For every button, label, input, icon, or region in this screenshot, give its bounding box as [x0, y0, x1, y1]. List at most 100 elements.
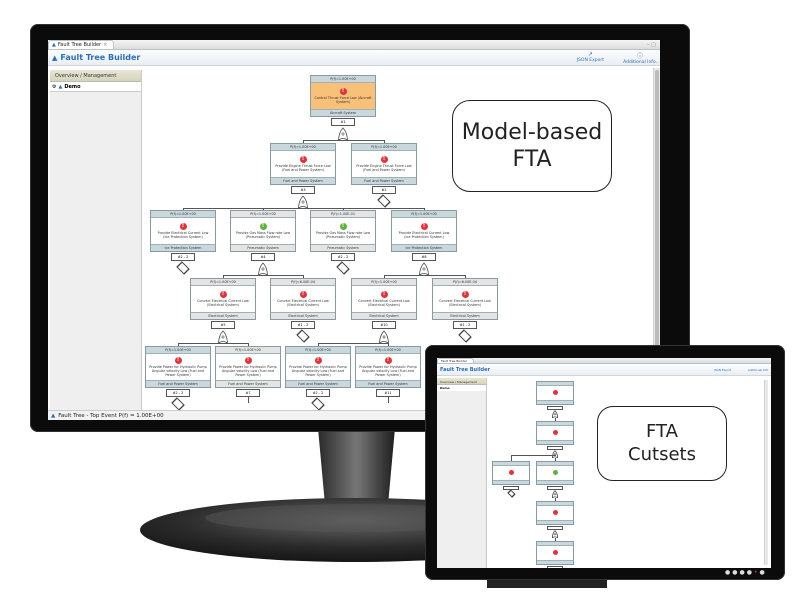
failure-mode-icon: !	[380, 155, 388, 163]
node-id-label	[547, 486, 563, 490]
callout-line-2: Cutsets	[628, 443, 696, 465]
fault-tree-node[interactable]: P(f)=1.00E+00!Provide Power for Hydrauli…	[285, 346, 351, 388]
tree-item-demo[interactable]: ⚙ ▲ Demo	[50, 82, 141, 92]
additional-info-button[interactable]: ⓘ Additional Info.	[623, 51, 657, 65]
failure-mode-icon: !	[219, 290, 227, 298]
node-body: !Convert Electrical Current Low (Electri…	[352, 286, 416, 312]
or-gate-icon	[338, 127, 348, 141]
tab-fault-tree-builder[interactable]: Fault Tree Builder	[437, 358, 474, 363]
callout-model-based-fta: Model-based FTA	[452, 100, 612, 192]
overview-management-header[interactable]: Overview / Management	[437, 378, 486, 385]
overview-management-header[interactable]: Overview / Management	[50, 70, 141, 82]
fault-tree-node[interactable]: P(f)=1.00E+00!Provide Electrical Current…	[150, 210, 216, 252]
fault-tree-node[interactable]: P(f)=6.00E-04!Convert Electrical Current…	[270, 278, 336, 320]
fault-tree-node[interactable]: P(f)=1.00E-01!Provide Gas Mass Flow rate…	[310, 210, 376, 252]
tree-item-demo[interactable]: Demo	[437, 385, 486, 391]
fault-tree-node[interactable]: P(f)=1.00E+00!Control Thrust Force Low (…	[310, 75, 376, 117]
connector-line	[248, 343, 249, 346]
node-description: Control Thrust Force Low (Aircraft Syste…	[314, 95, 372, 104]
node-body	[537, 546, 573, 560]
node-description: Convert Electrical Current Low (Electric…	[277, 298, 329, 307]
node-id-label: #11	[376, 389, 400, 397]
failure-mode-icon: !	[314, 356, 322, 364]
json-export-button[interactable]: ↗ JSON Export	[577, 51, 604, 63]
fault-tree-node[interactable]: P(f)=6.00E-04!Convert Electrical Current…	[432, 278, 498, 320]
node-system: Pneumatic System	[311, 244, 375, 251]
connector-line	[555, 418, 556, 421]
fault-tree-node[interactable]: P(f)=1.00E+00!Provide Gas Mass Flow rate…	[230, 210, 296, 252]
connector-line	[465, 275, 466, 278]
basic-event-diamond	[377, 193, 391, 208]
additional-info-label: Additional Info.	[623, 60, 657, 65]
demo-label: Demo	[440, 386, 450, 390]
fault-tree-node[interactable]: P(f)=1.00E+00!Provide Power for Hydrauli…	[145, 346, 211, 388]
connector-line	[318, 343, 389, 344]
vertical-scrollbar[interactable]	[653, 68, 660, 410]
demo-label: Demo	[64, 83, 81, 90]
fault-tree-node[interactable]: P(f)=1.00E+00!Provide Engine Thrust Forc…	[270, 143, 336, 185]
connector-line	[183, 208, 184, 210]
node-body	[493, 466, 529, 480]
node-system: Fuel and Power System	[356, 380, 420, 387]
node-description: Provide Power for Hydraulic Pump Angular…	[149, 364, 207, 378]
fault-tree-node[interactable]: P(f)=1.00E+00!Provide Power for Hydrauli…	[215, 346, 281, 388]
node-id-label	[547, 446, 563, 450]
node-description: Provide Gas Mass Flow rate Low (Pneumati…	[315, 230, 371, 239]
left-panel: Overview / Management Demo	[437, 378, 487, 568]
window-controls[interactable]: – □	[647, 41, 656, 48]
fault-tree-node[interactable]: P(f)=1.00E+00!Provide Electrical Current…	[391, 210, 457, 252]
connector-line	[388, 343, 389, 346]
failure-mode-icon	[552, 390, 558, 395]
additional-info-button[interactable]: Additional Info.	[747, 368, 769, 372]
basic-event-diamond	[506, 489, 516, 498]
node-footer	[537, 440, 573, 444]
fault-tree-node[interactable]: P(f)=1.00E+00!Convert Electrical Current…	[351, 278, 417, 320]
second-screen: Fault Tree Builder Fault Tree Builder JS…	[437, 358, 771, 568]
node-description: Provide Power for Hydraulic Pump Angular…	[219, 364, 277, 378]
failure-mode-icon: !	[339, 222, 347, 230]
cutset-node[interactable]	[536, 461, 574, 485]
cutset-node[interactable]	[536, 541, 574, 565]
or-gate-icon	[552, 530, 558, 539]
node-body: !Provide Power for Hydraulic Pump Angula…	[146, 354, 210, 380]
failure-mode-icon	[552, 550, 558, 555]
node-probability: P(f)=1.00E-01	[311, 211, 375, 218]
node-probability: P(f)=1.00E+00	[392, 211, 456, 218]
fault-tree-node[interactable]: P(f)=1.00E+00!Provide Power for Hydrauli…	[355, 346, 421, 388]
tab-fault-tree-builder[interactable]: ▲ Fault Tree Builder ×	[48, 40, 115, 49]
failure-mode-icon: !	[380, 290, 388, 298]
export-icon: ↗	[587, 51, 593, 58]
tab-label: Fault Tree Builder	[441, 359, 467, 363]
failure-mode-icon: !	[259, 222, 267, 230]
node-description: Provide Engine Thrust Force Low (Fuel an…	[356, 163, 412, 172]
node-id-label: #2 - 2	[171, 253, 195, 261]
cutset-node[interactable]	[536, 501, 574, 525]
fault-tree-node[interactable]: P(f)=1.00E+00!Provide Engine Thrust Forc…	[351, 143, 417, 185]
node-footer	[537, 480, 573, 484]
node-header	[537, 422, 573, 426]
cutset-node[interactable]	[492, 461, 530, 485]
monitor-buttons[interactable]: ●●●●•●	[725, 569, 767, 576]
gear-icon: ⚙	[52, 83, 57, 90]
cutset-tree-canvas[interactable]	[489, 378, 589, 568]
node-body: !Provide Power for Hydraulic Pump Angula…	[356, 354, 420, 380]
cutset-node[interactable]	[536, 381, 574, 405]
connector-line	[303, 140, 385, 141]
connector-line	[343, 208, 344, 210]
node-body: !Convert Electrical Current Low (Electri…	[271, 286, 335, 312]
vertical-scrollbar[interactable]	[764, 380, 768, 565]
close-icon[interactable]: ×	[103, 42, 108, 48]
or-gate-icon	[552, 410, 558, 419]
connector-line	[183, 208, 425, 209]
connector-line	[555, 538, 556, 541]
fault-tree-node[interactable]: P(f)=1.00E+00!Convert Electrical Current…	[190, 278, 256, 320]
json-export-button[interactable]: JSON Export	[714, 368, 731, 372]
node-system: Fuel and Power System	[146, 380, 210, 387]
node-header	[537, 462, 573, 466]
node-system: Electrical System	[271, 312, 335, 319]
status-bar: ▲ Fault Tree - Top Event P(f) = 1.00E+00	[48, 410, 660, 420]
basic-event-diamond	[171, 396, 185, 411]
or-gate-icon	[218, 330, 228, 344]
or-gate-icon	[258, 262, 268, 276]
cutset-node[interactable]	[536, 421, 574, 445]
